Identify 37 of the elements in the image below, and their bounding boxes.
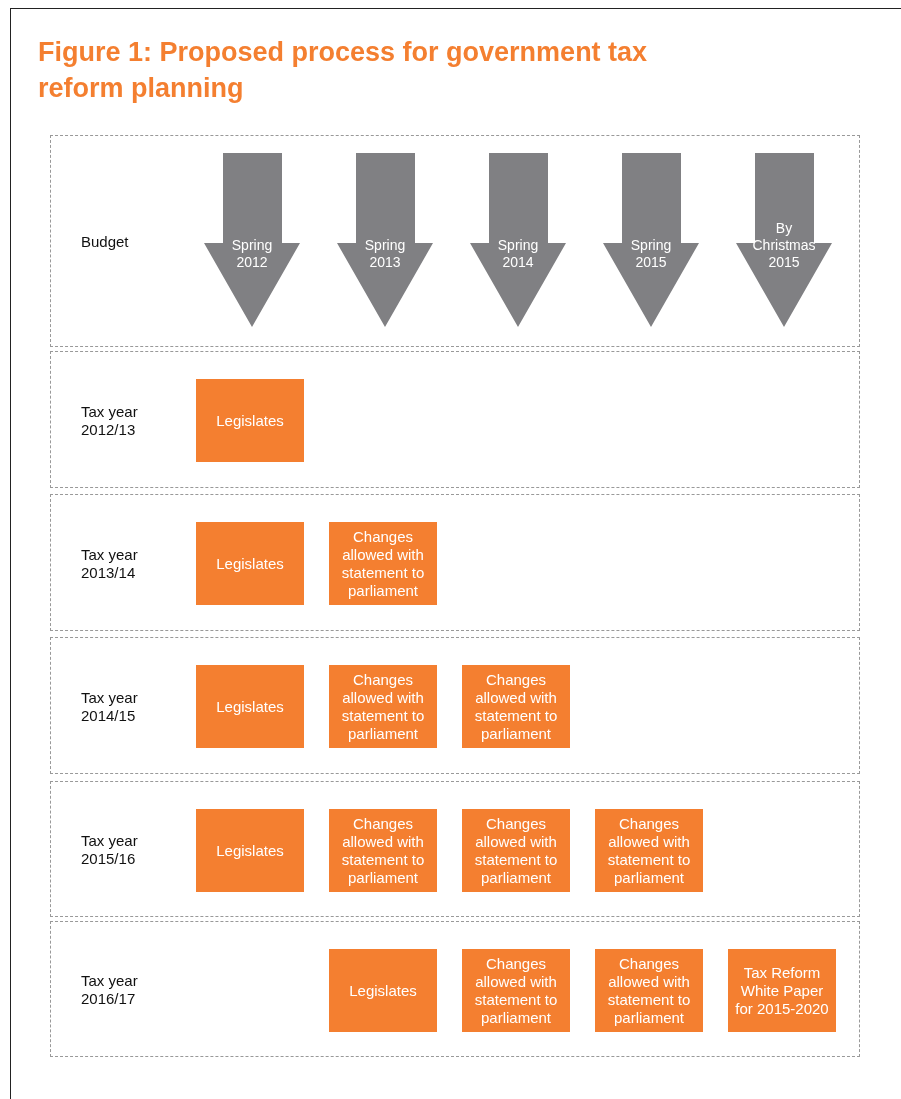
arrow-label: Spring 2013 [363,237,407,271]
row-band [50,921,860,1057]
action-box: Changes allowed with statement to parliament [462,665,570,748]
row-label: Tax year 2016/17 [81,972,139,1008]
row-label: Tax year 2015/16 [81,832,139,868]
action-box: Changes allowed with statement to parliament [462,949,570,1032]
row-band [50,135,860,347]
action-box: Changes allowed with statement to parliament [595,949,703,1032]
action-box: Changes allowed with statement to parliament [329,665,437,748]
row-band [50,637,860,774]
action-box: Legislates [196,809,304,892]
arrow-label: Spring 2012 [230,237,274,271]
action-box: Legislates [196,665,304,748]
action-box: Changes allowed with statement to parliament [462,809,570,892]
action-box: Legislates [196,522,304,605]
row-label: Tax year 2012/13 [81,403,139,439]
row-label: Budget [81,233,130,251]
arrow-label: By Christmas 2015 [751,220,817,271]
row-band [50,351,860,488]
figure-title: Figure 1: Proposed process for government tax reform planning [38,36,649,105]
arrow-label: Spring 2015 [629,237,673,271]
action-box: Changes allowed with statement to parliament [329,809,437,892]
action-box: Changes allowed with statement to parliament [329,522,437,605]
arrow-label: Spring 2014 [496,237,540,271]
budget-marker [337,153,433,327]
row-band [50,494,860,631]
row-band [50,781,860,917]
action-box: Changes allowed with statement to parliament [595,809,703,892]
budget-marker [470,153,566,327]
row-label: Tax year 2014/15 [81,689,139,725]
row-label: Tax year 2013/14 [81,546,139,582]
budget-marker [736,153,832,327]
action-box: Legislates [196,379,304,462]
action-box: Legislates [329,949,437,1032]
action-box: Tax Reform White Paper for 2015-2020 [728,949,836,1032]
budget-marker [204,153,300,327]
budget-marker [603,153,699,327]
